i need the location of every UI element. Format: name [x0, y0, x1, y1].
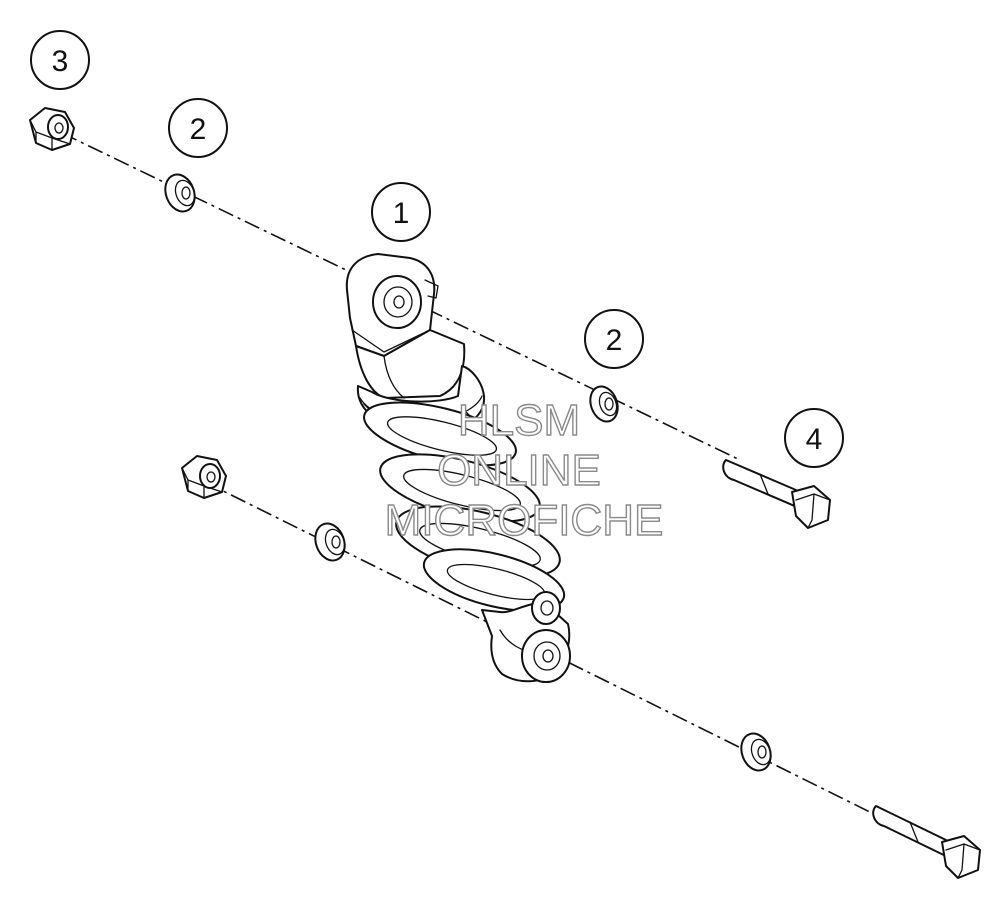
callout-2-top-label: 2 — [190, 113, 207, 146]
upper-left-washer — [164, 173, 196, 213]
watermark-line-2: ONLINE — [437, 446, 601, 495]
upper-bolt — [722, 459, 831, 529]
lower-bolt — [872, 805, 981, 879]
callout-4: 4 — [784, 408, 844, 468]
callout-2-right-label: 2 — [606, 324, 623, 357]
callout-1-label: 1 — [393, 197, 410, 230]
callout-2-top: 2 — [168, 98, 228, 158]
watermark-line-1: HLSM — [458, 396, 580, 445]
watermark: HLSM ONLINE MICROFICHE — [384, 395, 664, 545]
callout-2-right: 2 — [584, 309, 644, 369]
callout-4-label: 4 — [806, 423, 823, 456]
lower-right-washer — [740, 732, 772, 772]
lower-left-washer — [314, 522, 346, 562]
upper-right-washer — [589, 385, 619, 423]
upper-lock-nut — [29, 107, 75, 151]
shock-absorber — [345, 253, 571, 683]
lower-lock-nut — [181, 455, 227, 499]
watermark-line-3: MICROFICHE — [385, 496, 664, 545]
callout-3-top: 3 — [30, 30, 90, 90]
callout-3-label: 3 — [52, 45, 69, 78]
callout-1: 1 — [371, 182, 431, 242]
